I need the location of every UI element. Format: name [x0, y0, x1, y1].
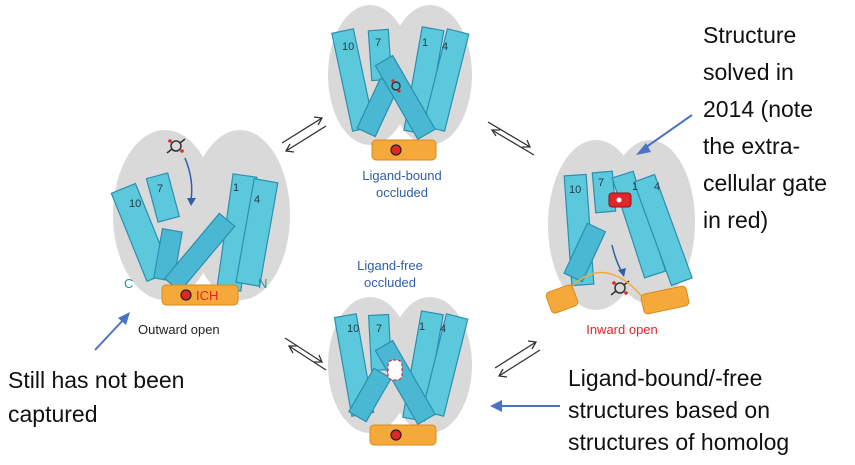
ich-bar [161, 284, 239, 306]
helix-label-1: 1 [419, 321, 425, 333]
gate-site-dot [616, 197, 622, 203]
helix-4 [633, 173, 693, 287]
helix-4 [235, 178, 279, 287]
ligand-bound-occluded-label-1: Ligand-bound [362, 168, 442, 183]
ligand-release-arrowhead [618, 268, 626, 277]
annotation-line: solved in [703, 59, 794, 85]
ich-bar-left [545, 284, 579, 314]
annotation-line: the extra- [703, 133, 800, 159]
ich-bar [369, 424, 437, 446]
annotation-line: Ligand-bound/-free [568, 365, 762, 391]
ligand-site-dot [390, 144, 402, 156]
ligand-site-dot [180, 289, 192, 301]
empty-binding-site [387, 359, 403, 381]
n-terminus-label: N [258, 276, 267, 291]
released-ligand-icon [610, 280, 630, 296]
state-ligand-bound-occluded: 10 7 1 4 Ligand-bound occluded [328, 5, 472, 200]
annotation-line: captured [8, 401, 98, 427]
annotation-line: 2014 (note [703, 96, 813, 122]
helix-7-lower [348, 367, 392, 423]
ligand-free-occluded-label-1: Ligand-free [357, 258, 423, 273]
helix-label-7: 7 [376, 323, 382, 335]
inward-open-label: Inward open [586, 322, 658, 337]
ligand-entry-arrowhead [187, 198, 196, 206]
ligand-bound-occluded-label-2: occluded [376, 185, 428, 200]
annotation-arrow-bottom-right [490, 400, 560, 412]
annotation-bottom-right: Ligand-bound/-free structures based on s… [568, 365, 789, 455]
outward-open-label: Outward open [138, 322, 220, 337]
state-inward-open: 10 7 1 4 Inward open [545, 140, 695, 337]
ich-bar [371, 139, 437, 161]
helix-7-lower [563, 222, 607, 283]
annotation-line: structures based on [568, 397, 770, 423]
helix-7 [145, 172, 181, 223]
state-ligand-free-occluded: Ligand-free occluded 10 7 1 4 [328, 258, 472, 446]
ich-label: ICH [196, 288, 218, 303]
helix-label-7: 7 [375, 37, 381, 49]
bound-ligand-icon [391, 79, 401, 93]
annotation-arrow-top-right [636, 114, 693, 155]
helix-label-10: 10 [347, 323, 359, 335]
ich-bar-right [640, 285, 690, 315]
ligand-molecule-icon [166, 138, 186, 154]
helix-label-1: 1 [233, 182, 239, 194]
annotation-line: Still has not been [8, 367, 184, 393]
annotation-line: in red) [703, 207, 768, 233]
helix-label-10: 10 [569, 184, 581, 196]
helix-label-4: 4 [442, 41, 448, 53]
annotation-top-right: Structure solved in 2014 (note the extra… [703, 22, 827, 233]
equilibrium-arrow-top-left [281, 116, 327, 153]
equilibrium-arrow-top-right [487, 121, 535, 156]
ligand-entry-arrow [184, 157, 193, 201]
ligand-site-dot [390, 429, 402, 441]
helix-label-4: 4 [440, 323, 446, 335]
helix-label-10: 10 [129, 198, 141, 210]
helix-label-1: 1 [422, 37, 428, 49]
annotation-line: structures of homolog [568, 429, 789, 455]
helix-label-4: 4 [254, 194, 260, 206]
annotation-line: Structure [703, 22, 796, 48]
helix-label-4: 4 [654, 181, 660, 193]
helix-label-7: 7 [598, 177, 604, 189]
annotation-arrow-bottom-left [94, 312, 130, 351]
equilibrium-arrow-bottom-left [284, 337, 327, 371]
equilibrium-arrow-bottom-right [494, 340, 541, 378]
annotation-bottom-left: Still has not been captured [8, 367, 184, 427]
helix-label-10: 10 [342, 41, 354, 53]
ligand-free-occluded-label-2: occluded [364, 275, 416, 290]
helix-label-1: 1 [632, 181, 638, 193]
annotation-line: cellular gate [703, 170, 827, 196]
helix-label-7: 7 [157, 183, 163, 195]
state-outward-open: 10 7 1 4 ICH C N Outward open [110, 130, 290, 337]
c-terminus-label: C [124, 276, 133, 291]
helix-1-cross [374, 54, 436, 141]
